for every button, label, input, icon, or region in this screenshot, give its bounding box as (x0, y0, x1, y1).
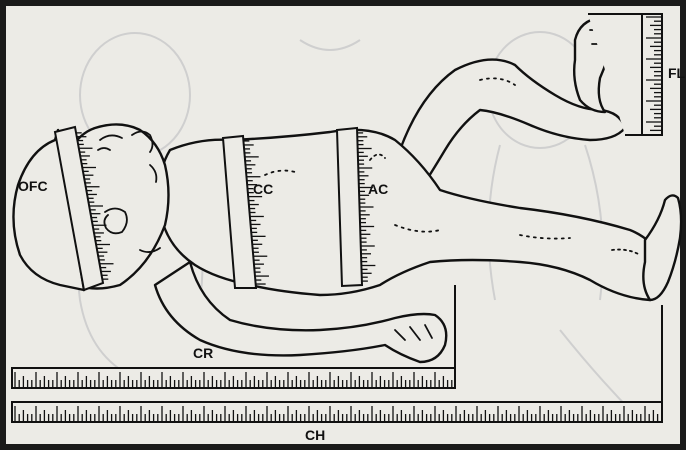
label-cr: CR (193, 345, 213, 361)
label-cc: CC (253, 181, 273, 197)
label-ofc: OFC (18, 178, 48, 194)
label-ac: AC (368, 181, 388, 197)
label-ch: CH (305, 427, 325, 443)
label-fl: FL (668, 65, 686, 81)
ac-tape (337, 128, 362, 286)
